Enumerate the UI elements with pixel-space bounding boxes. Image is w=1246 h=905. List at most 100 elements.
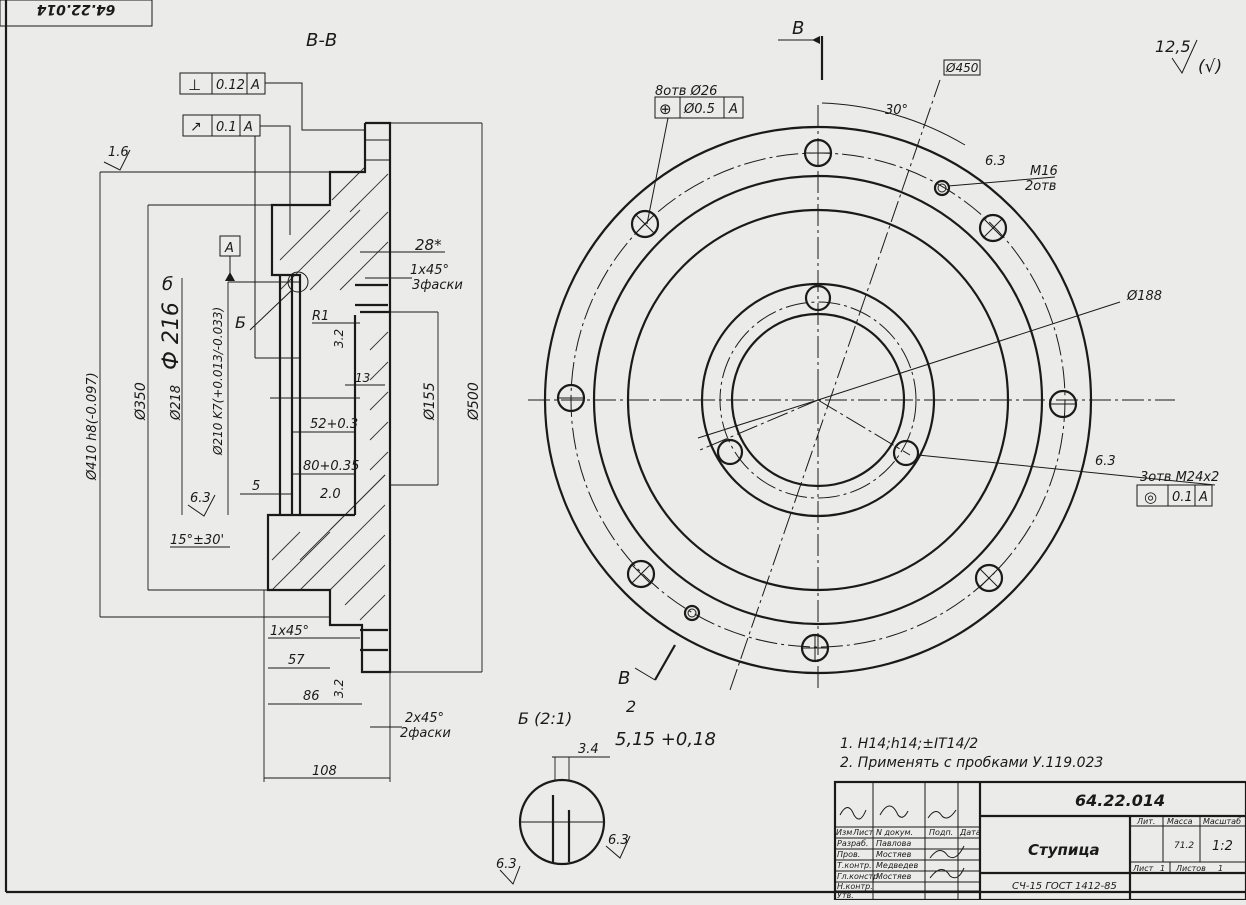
- d450-label: Ø450: [943, 59, 981, 76]
- note-2: 2. Применять с пробками У.119.023: [840, 755, 1103, 771]
- detail-d34: 3.4: [578, 742, 599, 757]
- dim-d155: Ø155: [422, 382, 438, 421]
- tolerance-concentricity: ◎ 0.1 A: [1136, 484, 1213, 507]
- tb-name-2: Медведев: [876, 861, 918, 870]
- tb-hdr-sign: Подп.: [929, 828, 953, 837]
- tb-col-scale: Масштаб: [1203, 817, 1241, 826]
- section-title: В-В: [306, 30, 337, 51]
- technical-notes: 1. H14;h14;±IT14/2 2. Применять с пробка…: [840, 736, 1103, 771]
- tb-hdr-list: Лист: [852, 828, 874, 837]
- tb-part-name: Ступица: [1028, 841, 1100, 859]
- dim-d216-hand: Ф 216: [159, 302, 184, 370]
- detail-title: Б (2:1): [518, 709, 572, 728]
- tb-col-lit: Лит.: [1136, 817, 1155, 826]
- title-block: Изм Лист N докум. Подп. Дата Разраб. Пав…: [833, 780, 1246, 902]
- holes-label: 8отв Ø26: [655, 84, 717, 99]
- front-view: В В 2 8отв Ø26 ⊕ Ø0.5 A Ø450 30° 6.3 M16…: [528, 18, 1219, 716]
- cut-label-top: В: [792, 18, 804, 39]
- datum-a-label: A: [224, 241, 234, 256]
- tb-scale: 1:2: [1212, 839, 1233, 854]
- dim-chamfer3: 2x45°: [405, 711, 444, 726]
- tb-material: СЧ-15 ГОСТ 1412-85: [1012, 881, 1117, 892]
- rough-top: 1.6: [108, 145, 129, 160]
- datum-a: A: [219, 235, 241, 281]
- circle-mark-2: 2: [626, 697, 636, 716]
- tb-mass: 71.2: [1174, 841, 1194, 851]
- m16-label: M16: [1030, 164, 1058, 179]
- conc-symbol: ◎: [1144, 488, 1157, 506]
- tb-sheets-no: 1: [1218, 864, 1223, 873]
- dim-rough63: 6.3: [190, 491, 211, 506]
- roughness-general-mark: 12,5 (√): [1155, 37, 1222, 77]
- dim-chamfer3-count: 2фаски: [400, 726, 451, 741]
- scale-mark-paren: (√): [1198, 57, 1222, 77]
- tb-sheets-label: Листов: [1175, 864, 1206, 873]
- runout-value: 0.1: [216, 120, 237, 135]
- section-hatch: [271, 167, 389, 621]
- dim-d13: 13: [355, 371, 370, 385]
- tb-role-1: Пров.: [837, 850, 860, 859]
- circle-mark-b: б: [162, 274, 173, 295]
- dim-r1: R1: [312, 309, 329, 324]
- scale-mark-value: 12,5: [1155, 37, 1191, 56]
- tb-hdr-doc: N докум.: [876, 828, 913, 837]
- dim-d57: 57: [288, 653, 305, 668]
- perp-datum: A: [250, 78, 260, 93]
- tolerance-position: ⊕ Ø0.5 A: [646, 96, 744, 225]
- tolerance-runout: ↗ 0.1 A: [182, 114, 300, 359]
- dim-d218: Ø218: [169, 385, 184, 421]
- perp-symbol: ⊥: [188, 76, 201, 94]
- tb-role-5: Утв.: [837, 891, 854, 900]
- detail-d515: 5,15 +0,18: [615, 729, 716, 750]
- pos-datum: A: [728, 102, 738, 117]
- tb-role-0: Разраб.: [837, 839, 868, 848]
- dim-d350: Ø350: [133, 382, 149, 421]
- tb-name-3: Мостяев: [876, 872, 912, 881]
- dim-rough32b: 3.2: [332, 679, 346, 698]
- dim-chamfer2: 1x45°: [270, 624, 309, 639]
- conc-datum: A: [1198, 490, 1208, 505]
- note-1: 1. H14;h14;±IT14/2: [840, 736, 978, 752]
- dim-angle: 15°±30': [170, 533, 224, 548]
- dim-d108: 108: [312, 764, 337, 779]
- m24-label: 3отв M24x2: [1140, 470, 1219, 485]
- detail-rough-right: 6.3: [608, 833, 629, 848]
- cut-label-bottom: В: [618, 668, 630, 689]
- dim-d410: Ø410 h8(-0.097): [85, 372, 100, 481]
- tolerance-perpendicularity: ⊥ 0.12 A: [179, 72, 365, 131]
- dim-chamfer1: 1x45°: [410, 263, 449, 278]
- dim-d500: Ø500: [466, 382, 482, 421]
- dim-d52: 52+0.3: [310, 417, 358, 432]
- rough-63a: 6.3: [985, 154, 1006, 169]
- pos-value: Ø0.5: [683, 102, 715, 117]
- dim-chamfer1-count: 3фаски: [412, 278, 463, 293]
- detail-view: Б (2:1) 5,15 +0,18 3.4 6.3 6.3: [496, 709, 716, 885]
- section-view: В-В: [85, 30, 483, 782]
- angle30: 30°: [885, 103, 908, 118]
- dim-d210: Ø210 K7(+0.013/-0.033): [211, 307, 225, 456]
- d188-label: Ø188: [1126, 289, 1162, 304]
- tb-hdr-date: Дата: [959, 828, 981, 837]
- tb-sheet-no: 1: [1160, 864, 1165, 873]
- tb-name-0: Павлова: [876, 839, 911, 848]
- tb-sheet-label: Лист: [1132, 864, 1154, 873]
- tb-role-3: Гл.констр.: [837, 872, 881, 881]
- tb-name-1: Мостяев: [876, 850, 912, 859]
- m16-count: 2отв: [1025, 179, 1056, 194]
- dim-d5: 5: [252, 479, 260, 494]
- rough-63b: 6.3: [1095, 454, 1116, 469]
- dim-d80: 80+0.35: [303, 459, 359, 474]
- runout-datum: A: [243, 120, 253, 135]
- detail-rough-left: 6.3: [496, 857, 517, 872]
- dim-rough32: 3.2: [332, 329, 346, 348]
- conc-value: 0.1: [1172, 490, 1193, 505]
- tb-col-mass: Масса: [1167, 817, 1193, 826]
- runout-symbol: ↗: [190, 119, 202, 135]
- tb-doc-number: 64.22.014: [1075, 791, 1165, 810]
- bolt-holes-8: [556, 138, 1078, 663]
- tb-role-2: Т.контр.: [837, 861, 872, 870]
- perp-value: 0.12: [216, 78, 245, 93]
- tb-role-4: Н.контр.: [837, 882, 873, 891]
